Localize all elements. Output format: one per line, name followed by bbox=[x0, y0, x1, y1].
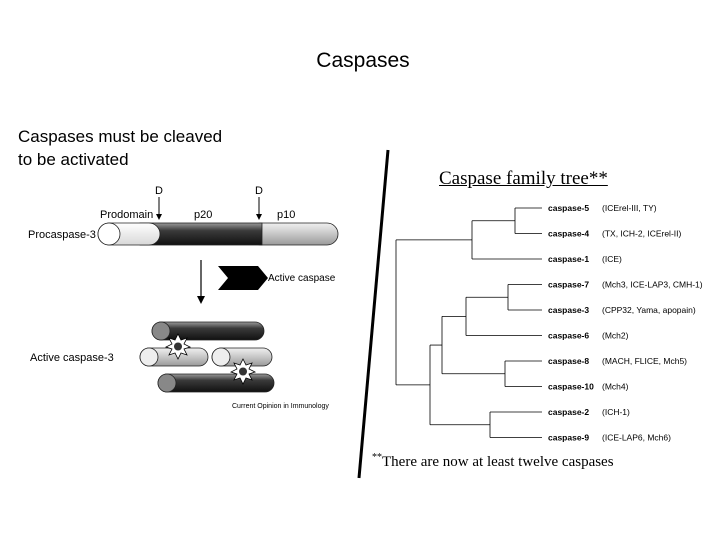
footnote: **There are now at least twelve caspases bbox=[372, 452, 614, 471]
tree-branches bbox=[395, 207, 542, 438]
active-caspase-arrow-label: Active caspase bbox=[268, 273, 336, 284]
tree-labels: caspase-5 (ICErel-III, TY) caspase-4 (TX, I… bbox=[548, 203, 703, 443]
active-light-cylinder-left-cap bbox=[139, 347, 159, 367]
caspase-aliases: (TX, ICH-2, ICErel-II) bbox=[602, 229, 682, 239]
caspase-aliases: (Mch2) bbox=[602, 331, 629, 341]
processing-down-arrowhead bbox=[197, 296, 205, 304]
tree-leaf-label: caspase-5 (ICErel-III, TY) bbox=[548, 203, 657, 213]
caspase-aliases: (Mch4) bbox=[602, 382, 629, 392]
active-site-star-1-center bbox=[174, 342, 182, 351]
tree-leaf-label: caspase-2 (ICH-1) bbox=[548, 407, 630, 417]
caspase-name: caspase-1 bbox=[548, 254, 589, 264]
cleavage-arrowhead-2 bbox=[256, 214, 262, 220]
caspase-aliases: (MACH, FLICE, Mch5) bbox=[602, 356, 687, 366]
caspase-aliases: (ICE) bbox=[602, 254, 622, 264]
left-caption-line-2: to be activated bbox=[18, 150, 129, 169]
p10-label: p10 bbox=[277, 209, 295, 221]
section-divider bbox=[357, 149, 390, 479]
caspase-name: caspase-7 bbox=[548, 280, 589, 290]
caspase-aliases: (ICErel-III, TY) bbox=[602, 203, 657, 213]
p20-label: p20 bbox=[194, 209, 212, 221]
active-caspase-chevron bbox=[218, 266, 268, 290]
procaspase-cap bbox=[97, 222, 121, 246]
procaspase-label: Procaspase-3 bbox=[28, 229, 96, 241]
caspase-aliases: (ICE-LAP6, Mch6) bbox=[602, 433, 671, 443]
tree-leaf-label: caspase-6 (Mch2) bbox=[548, 331, 629, 341]
footnote-text: There are now at least twelve caspases bbox=[382, 454, 614, 470]
caspase-name: caspase-6 bbox=[548, 331, 589, 341]
prodomain-label: Prodomain bbox=[100, 209, 153, 221]
caspase-aliases: (ICH-1) bbox=[602, 407, 630, 417]
tree-leaf-label: caspase-3 (CPP32, Yama, apopain) bbox=[548, 305, 696, 315]
active-site-star-2-center bbox=[239, 367, 247, 376]
tree-leaf-label: caspase-9 (ICE-LAP6, Mch6) bbox=[548, 433, 671, 443]
caspase-aliases: (CPP32, Yama, apopain) bbox=[602, 305, 696, 315]
caspase-family-tree: caspase-5 (ICErel-III, TY) caspase-4 (TX, I… bbox=[395, 203, 703, 443]
active-dark-cylinder-top-cap bbox=[151, 321, 171, 341]
slide-title: Caspases bbox=[316, 49, 410, 72]
image-credit: Current Opinion in Immunology bbox=[232, 403, 329, 410]
active-dark-cylinder-bottom-cap bbox=[157, 373, 177, 393]
left-caption: Caspases must be cleaved to be activated bbox=[18, 125, 222, 171]
caspase-name: caspase-8 bbox=[548, 356, 589, 366]
caspase-aliases: (Mch3, ICE-LAP3, CMH-1) bbox=[602, 280, 703, 290]
tree-title: Caspase family tree** bbox=[439, 168, 608, 189]
tree-leaf-label: caspase-7 (Mch3, ICE-LAP3, CMH-1) bbox=[548, 280, 703, 290]
tree-leaf-label: caspase-4 (TX, ICH-2, ICErel-II) bbox=[548, 229, 682, 239]
cleavage-arrowhead-1 bbox=[156, 214, 162, 220]
caspase-name: caspase-2 bbox=[548, 407, 589, 417]
active-light-cylinder-right-cap bbox=[211, 347, 231, 367]
left-caption-line-1: Caspases must be cleaved bbox=[18, 127, 223, 146]
cleavage-site-marker-2: D bbox=[255, 185, 263, 197]
caspase-activation-diagram: D D Prodomain p20 p10 Procaspase-3 Activ… bbox=[28, 185, 339, 410]
caspase-name: caspase-3 bbox=[548, 305, 589, 315]
tree-leaf-label: caspase-8 (MACH, FLICE, Mch5) bbox=[548, 356, 687, 366]
tree-leaf-label: caspase-1 (ICE) bbox=[548, 254, 622, 264]
caspase-name: caspase-9 bbox=[548, 433, 589, 443]
caspase-name: caspase-5 bbox=[548, 203, 589, 213]
tree-leaf-label: caspase-10 (Mch4) bbox=[548, 382, 629, 392]
cleavage-site-marker-1: D bbox=[155, 185, 163, 197]
procaspase-p10-segment bbox=[249, 222, 339, 246]
caspase-name: caspase-10 bbox=[548, 382, 594, 392]
footnote-marker: ** bbox=[372, 452, 382, 463]
active-caspase3-label: Active caspase-3 bbox=[30, 352, 114, 364]
caspase-name: caspase-4 bbox=[548, 229, 589, 239]
